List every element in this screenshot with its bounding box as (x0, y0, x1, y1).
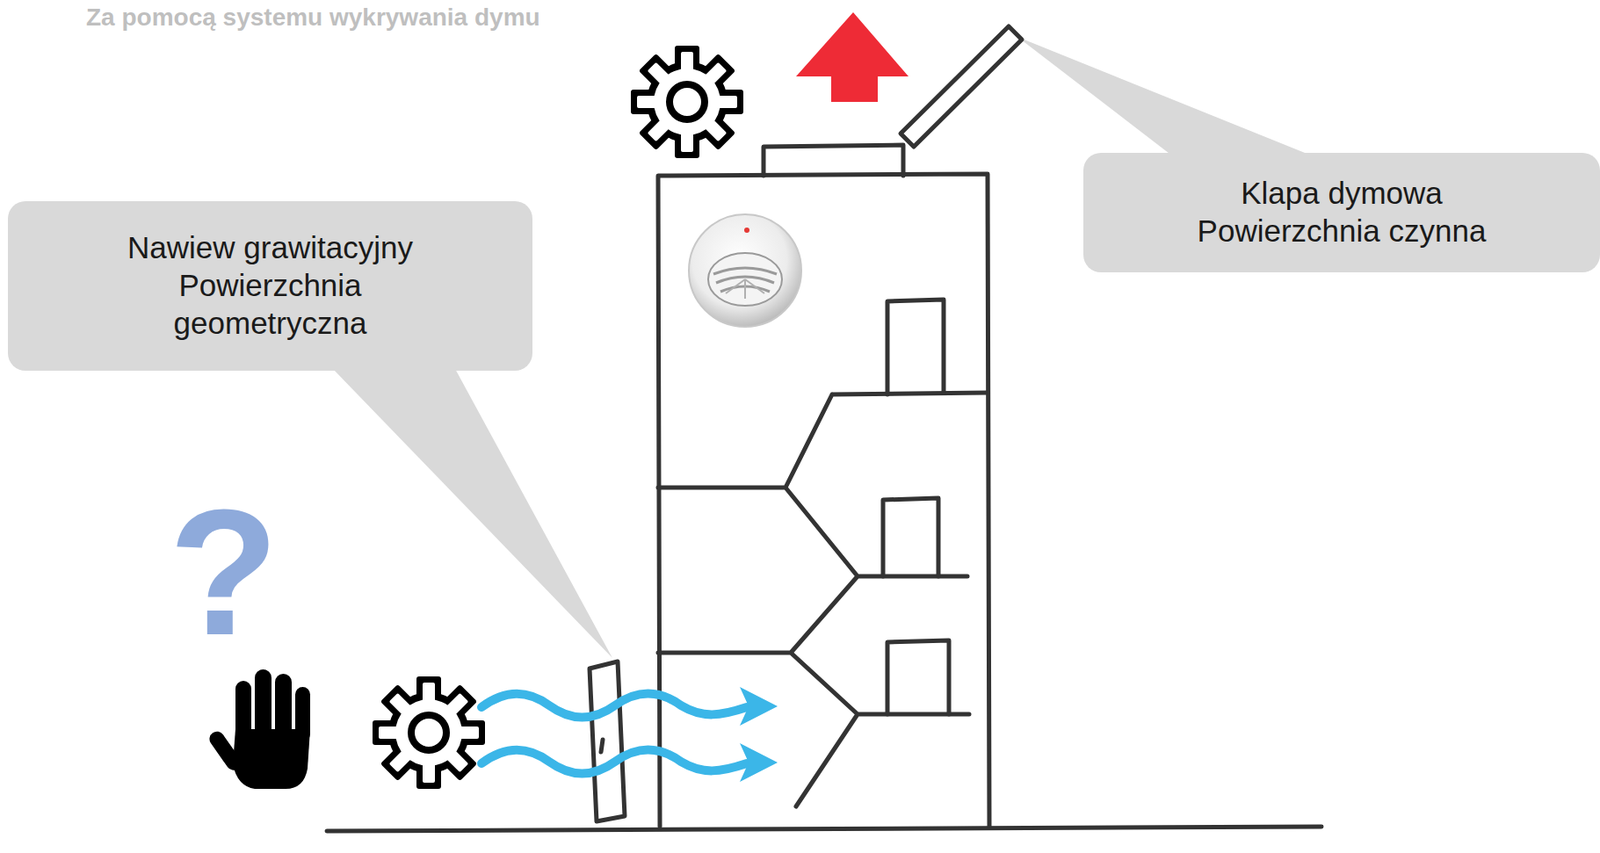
floor-door (883, 498, 939, 577)
callout-box: Nawiew grawitacyjnyPowierzchnia geometry… (7, 201, 533, 371)
arrow-head (739, 743, 778, 782)
air-inflow-arrow (481, 750, 747, 775)
door-handle (600, 739, 603, 753)
entrance-door (589, 661, 625, 822)
smoke-outflow-arrow (796, 12, 909, 102)
callout-text: Klapa dymowa (1240, 174, 1443, 213)
callout-text: Powierzchnia czynna (1197, 212, 1487, 251)
callout-pointer (331, 367, 613, 659)
callout-box: Klapa dymowaPowierzchnia czynna (1083, 152, 1600, 273)
staircase (658, 392, 988, 807)
building-outline (658, 173, 990, 827)
ground-line (326, 826, 1322, 832)
callout-text: Nawiew grawitacyjny (127, 229, 413, 268)
roof-box (763, 144, 904, 176)
arrow-head (739, 687, 778, 726)
callout-text: Powierzchnia geometryczna (125, 267, 416, 342)
gear-icon (630, 45, 744, 159)
slide-title: Za pomocą systemu wykrywania dymu (86, 3, 541, 32)
floor-door (887, 640, 949, 715)
smoke-flap (900, 26, 1022, 147)
air-inflow-arrow (481, 694, 747, 718)
floor-door (887, 299, 944, 395)
question-mark: ? (168, 481, 279, 662)
callout-pointer (1017, 36, 1314, 157)
smoke-detector (688, 214, 802, 327)
hand-icon (206, 669, 311, 790)
gear-icon (372, 676, 486, 790)
